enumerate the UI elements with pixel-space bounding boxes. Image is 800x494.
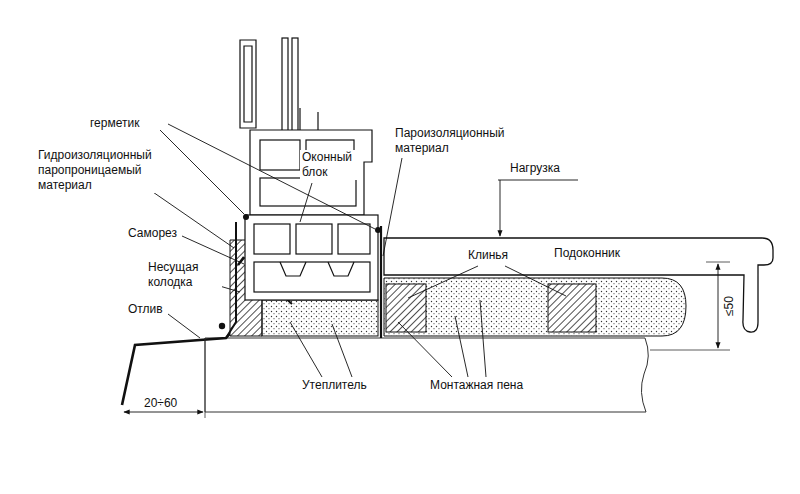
- drip-sill: [122, 322, 240, 405]
- extension-line: [706, 262, 730, 263]
- waterproof-layer: [226, 222, 236, 338]
- part-label: Саморез: [126, 226, 179, 241]
- part-label-holder: Клинья: [466, 248, 510, 263]
- part-label: Отлив: [126, 302, 165, 317]
- vapour-barrier: [380, 226, 382, 338]
- part-label: Гидроизоляционный паропроницаемый матери…: [36, 148, 168, 193]
- dimension-label: ≤50: [722, 294, 737, 318]
- dimension-label-holder: ≤50: [722, 294, 737, 318]
- window-profile: [240, 38, 378, 300]
- load-line: [498, 180, 578, 181]
- wall: [205, 338, 648, 412]
- part-label-holder: Саморез: [126, 226, 179, 241]
- part-label: Оконный блок: [300, 150, 362, 180]
- part-label: Монтажная пена: [428, 378, 525, 393]
- wedge: [386, 284, 426, 332]
- part-label: Утеплитель: [300, 378, 369, 393]
- part-label-holder: Пароизоляционный материал: [393, 126, 543, 156]
- wedge: [548, 284, 596, 332]
- part-label-holder: Отлив: [126, 302, 165, 317]
- frame-insulation: [262, 300, 378, 336]
- extension-line: [205, 338, 206, 418]
- dimension-line: [124, 412, 203, 413]
- part-label: Нагрузка: [508, 161, 562, 176]
- leader-lines: [150, 124, 566, 377]
- dimension-line: [718, 264, 719, 348]
- part-label-holder: Гидроизоляционный паропроницаемый матери…: [36, 148, 168, 193]
- part-label: Несущая колодка: [146, 260, 222, 290]
- part-label: Клинья: [466, 248, 510, 263]
- part-label: Подоконник: [552, 246, 622, 261]
- part-label-holder: Монтажная пена: [428, 378, 525, 393]
- part-label-holder: Утеплитель: [300, 378, 369, 393]
- sealant-dot: [243, 214, 249, 220]
- dimension-label: 20÷60: [142, 396, 179, 411]
- dimension-label-holder: 20÷60: [142, 396, 179, 411]
- part-label-holder: Оконный блок: [300, 150, 362, 180]
- part-label: Пароизоляционный материал: [393, 126, 543, 156]
- mounting-foam: [384, 278, 686, 336]
- sealant-dot: [219, 323, 225, 329]
- load-arrow: [500, 180, 501, 236]
- part-label-holder: Несущая колодка: [146, 260, 222, 290]
- part-label-holder: герметик: [88, 116, 141, 131]
- part-label: герметик: [88, 116, 141, 131]
- part-label-holder: Нагрузка: [508, 161, 562, 176]
- extension-line: [650, 350, 730, 351]
- part-label-holder: Подоконник: [552, 246, 622, 261]
